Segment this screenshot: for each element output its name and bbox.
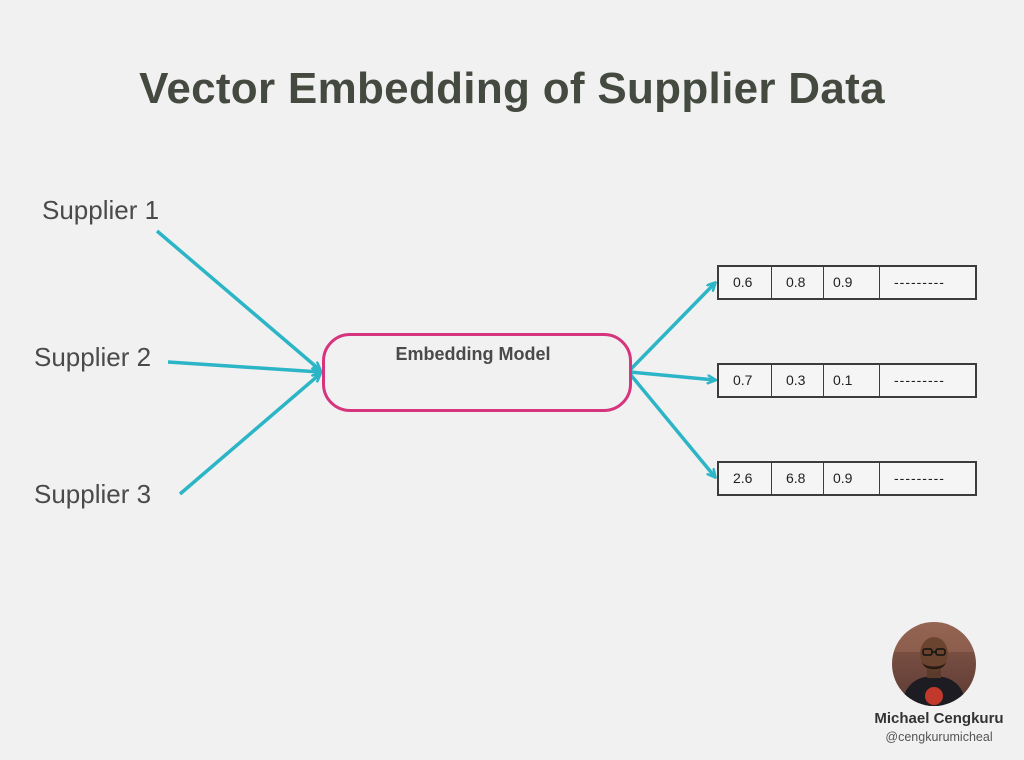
vector-1-cell-ellipsis: ---------	[894, 274, 945, 290]
embedding-model-label: Embedding Model	[395, 344, 551, 364]
arrow-model-to-vector-3	[628, 372, 715, 477]
embedding-model-box: Embedding Model	[322, 333, 632, 412]
vector-3-cell-2: 6.8	[772, 463, 824, 494]
author-handle: @cengkurumicheal	[885, 730, 993, 744]
vector-3-cell-ellipsis: ---------	[894, 470, 945, 486]
vector-2-cell-1: 0.7	[719, 365, 772, 396]
vector-1-cell-3: 0.9	[824, 267, 880, 298]
arrow-model-to-vector-1	[628, 283, 715, 372]
vector-2-cell-ellipsis: ---------	[894, 372, 945, 388]
supplier-3-label: Supplier 3	[34, 479, 152, 509]
vector-row-2: 0.7 0.3 0.1 ---------	[717, 363, 977, 398]
vector-row-3: 2.6 6.8 0.9 ---------	[717, 461, 977, 496]
arrow-supplier-3-to-model	[178, 374, 320, 496]
vector-2-cell-2: 0.3	[772, 365, 824, 396]
vector-1-cell-2: 0.8	[772, 267, 824, 298]
vector-3-cell-3: 0.9	[824, 463, 880, 494]
author-name: Michael Cengkuru	[874, 710, 1004, 727]
author-avatar	[892, 622, 976, 706]
vector-2-cell-3: 0.1	[824, 365, 880, 396]
arrow-model-to-vector-2	[629, 370, 715, 380]
vector-1-cell-1: 0.6	[719, 267, 772, 298]
arrow-supplier-1-to-model	[155, 229, 320, 370]
vector-row-1: 0.6 0.8 0.9 ---------	[717, 265, 977, 300]
arrow-supplier-2-to-model	[167, 360, 320, 372]
diagram-title: Vector Embedding of Supplier Data	[139, 64, 885, 113]
supplier-2-label: Supplier 2	[34, 342, 152, 372]
vector-3-cell-1: 2.6	[719, 463, 772, 494]
supplier-1-label: Supplier 1	[42, 195, 160, 225]
